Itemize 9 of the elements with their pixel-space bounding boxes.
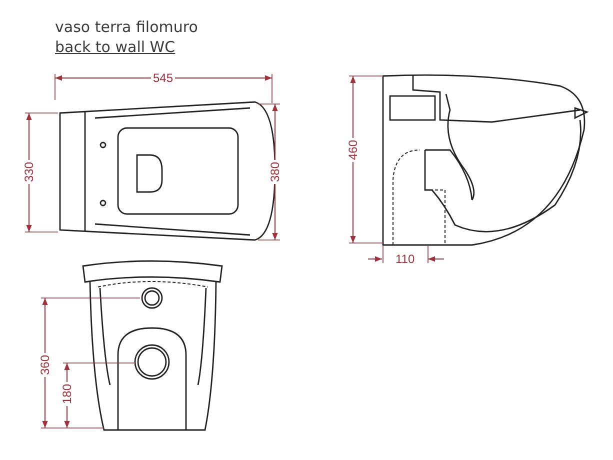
dimension-value: 545 bbox=[151, 72, 176, 84]
dimension-value: 330 bbox=[23, 160, 36, 184]
dimension-value: 110 bbox=[394, 253, 417, 265]
dimension-value: 360 bbox=[39, 352, 52, 378]
dimension-value: 180 bbox=[61, 382, 74, 406]
subtitle: back to wall WC bbox=[55, 40, 176, 55]
subtitle: vaso terra filomuro bbox=[55, 20, 198, 35]
dimension-value: 380 bbox=[269, 160, 282, 184]
dimension-value: 460 bbox=[347, 138, 360, 162]
